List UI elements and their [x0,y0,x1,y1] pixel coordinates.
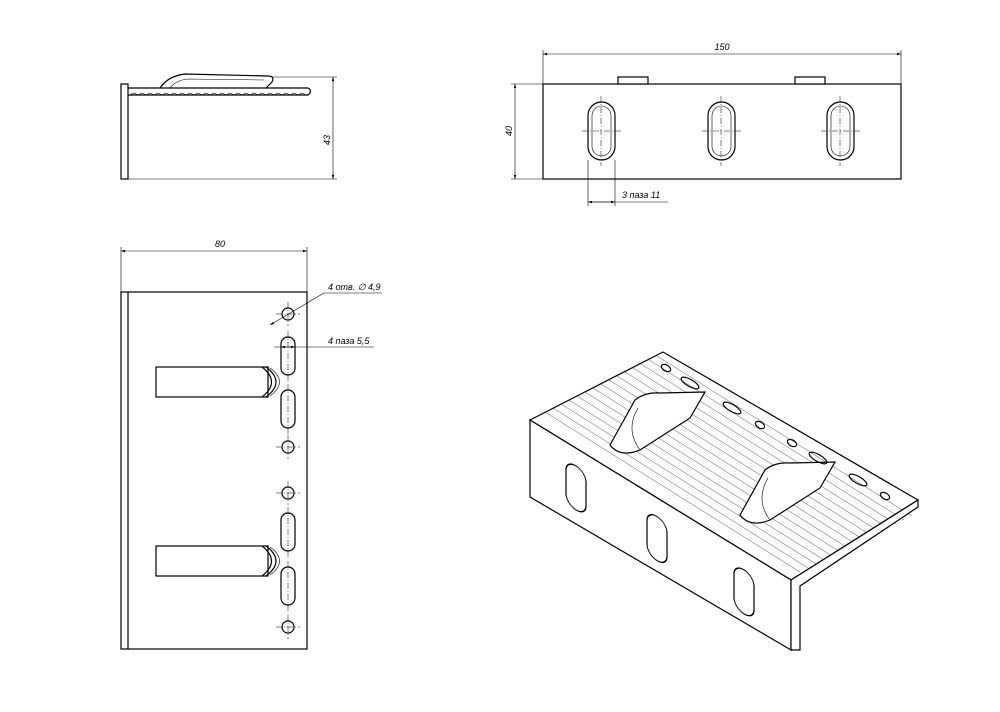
front-view: 150 40 3 паза 11 [504,42,902,206]
side-view-clip [159,73,274,89]
front-view-body [542,83,902,180]
iso-flange-slot-3 [733,567,755,617]
plan-view-clip-1 [155,366,280,398]
front-view-slot-1 [582,96,621,166]
front-view-slot-2 [702,96,741,166]
dim-150-label: 150 [714,42,729,52]
plan-view-slot-4 [280,561,296,611]
slot-dim-label: 3 паза 11 [622,190,660,200]
plan-view-hole-2 [276,435,300,459]
side-view-shelf [128,87,312,96]
side-view-flange [120,83,129,180]
front-view-clip-left [617,76,649,85]
holes-note-label: 4 отв. ∅ 4,9 [328,282,381,292]
side-view-ribs [129,92,307,96]
side-view: 43 [120,73,337,180]
plan-view: 80 4 отв. ∅ 4,9 4 паза 5,5 [120,239,382,650]
dim-80-label: 80 [215,239,225,249]
iso-clip-1-edge [631,407,641,451]
front-view-clip-right [794,76,826,85]
iso-clip-2-edge [761,477,771,521]
plan-view-slot-3 [280,507,296,557]
dim-40-label: 40 [504,126,514,136]
slots-note-label: 4 паза 5,5 [328,336,370,346]
holes-leader-arrow [269,292,325,326]
plan-view-body [120,291,308,650]
isometric-view [528,351,920,652]
plan-view-hole-4 [276,615,300,639]
plan-view-slot-2 [280,384,296,434]
iso-flange-edge [790,498,919,651]
front-view-slot-3 [821,96,860,166]
iso-flange-slot-1 [565,463,587,513]
plan-view-clip-2 [155,545,280,577]
iso-top-holes [660,363,891,501]
plan-view-hole-3 [276,481,300,505]
dim-43-label: 43 [322,135,332,145]
iso-flange-slot-2 [646,514,668,564]
plan-view-slot-1 [280,331,296,381]
side-view-clip-inner [169,78,265,89]
